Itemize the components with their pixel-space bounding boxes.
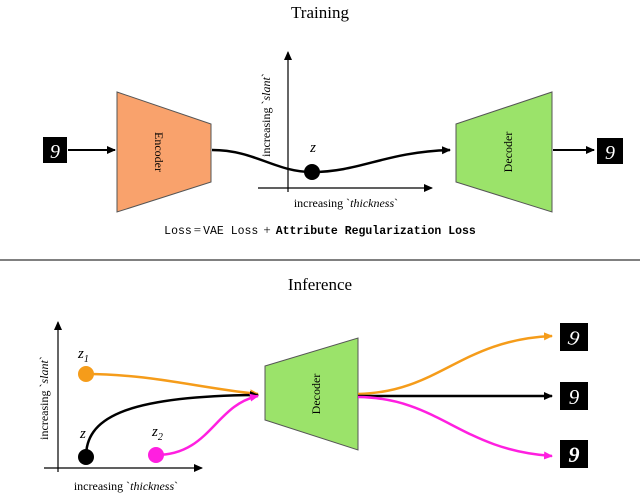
output-digit-thumbnail: 9 (597, 138, 623, 164)
z-to-decoder-curve (84, 391, 259, 458)
output-digit-middle: 9 (560, 382, 588, 410)
inference-decoder-block: Decoder (264, 337, 359, 451)
latent-label-z2: z2 (151, 424, 163, 443)
inference-x-axis-label: increasing `thickness` (74, 479, 178, 493)
inference-latent-axes: increasing `slant` increasing `thickness… (37, 321, 203, 493)
encoder-block: Encoder (116, 91, 212, 213)
latent-label-z: z (309, 140, 316, 156)
inference-y-axis-label: increasing `slant` (37, 356, 51, 440)
training-y-axis-label: increasing `slant` (259, 73, 273, 157)
latent-to-decoder-curve (311, 146, 451, 174)
training-decoder-block: Decoder (455, 91, 553, 213)
inference-title: Inference (288, 275, 352, 294)
output-digit-top: 9 (560, 323, 588, 351)
output-digit-bottom: 9 (560, 440, 588, 468)
latent-point-z1 (78, 366, 94, 382)
z1-to-decoder-curve (85, 372, 259, 398)
output-digit-bottom-glyph: 9 (569, 442, 580, 467)
training-latent-axes: increasing `slant` increasing `thickness… (258, 51, 433, 210)
decoder-to-top-output-curve (357, 332, 553, 396)
training-decoder-label: Decoder (501, 132, 515, 173)
training-x-axis-label: increasing `thickness` (294, 196, 398, 210)
input-digit-glyph: 9 (50, 141, 60, 163)
latent-label-z-inference: z (79, 426, 86, 442)
output-digit-glyph: 9 (605, 142, 615, 164)
loss-equation: Loss=VAE Loss+Attribute Regularization L… (164, 222, 476, 238)
training-title: Training (291, 3, 349, 22)
decoder-to-bottom-output-curve (357, 395, 553, 460)
latent-point-z (304, 164, 320, 180)
inference-decoder-label: Decoder (309, 374, 323, 415)
latent-label-z1: z1 (77, 346, 89, 365)
latent-point-z2 (148, 447, 164, 463)
encoder-label: Encoder (152, 132, 166, 172)
z2-to-decoder-curve (155, 393, 259, 457)
encoder-to-latent-curve (211, 148, 313, 174)
output-digit-middle-glyph: 9 (569, 385, 580, 409)
latent-point-z-inference (78, 449, 94, 465)
input-digit-thumbnail: 9 (43, 137, 67, 163)
